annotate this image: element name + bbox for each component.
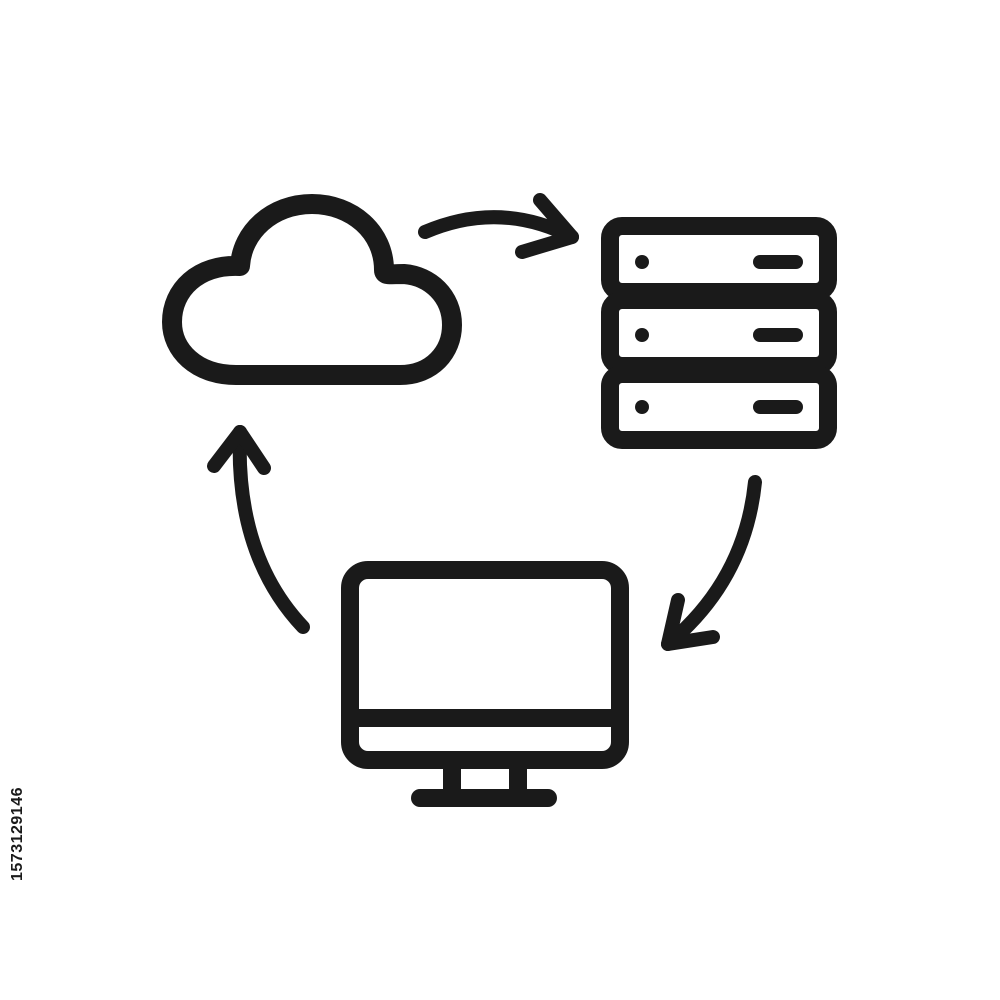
arrow-icon bbox=[661, 475, 762, 651]
desktop-monitor-icon bbox=[341, 561, 629, 807]
server-rack-icon bbox=[601, 217, 837, 449]
monitor-frame bbox=[341, 561, 629, 769]
arrow-icon bbox=[418, 193, 579, 259]
server-led-bottom bbox=[635, 400, 649, 414]
server-unit-bottom bbox=[601, 365, 837, 449]
server-led-middle bbox=[635, 328, 649, 342]
stock-id-text: 1573129146 bbox=[9, 787, 27, 881]
cloud-icon bbox=[162, 194, 462, 385]
arrow-icon bbox=[207, 425, 310, 634]
stock-id-watermark: 1573129146 bbox=[4, 764, 32, 904]
server-led-top bbox=[635, 255, 649, 269]
